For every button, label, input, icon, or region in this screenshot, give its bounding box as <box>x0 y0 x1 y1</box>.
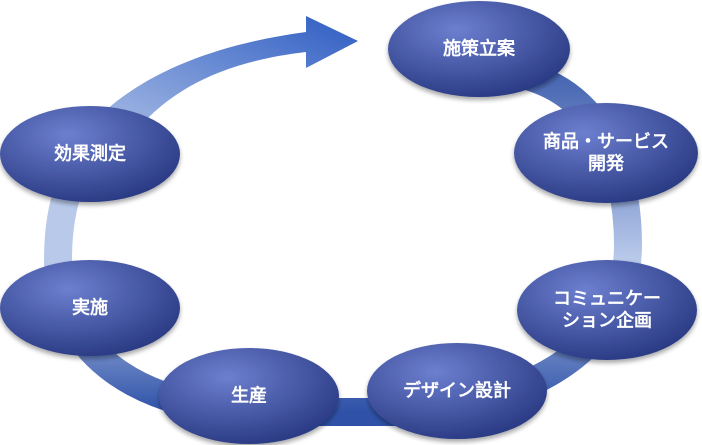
cycle-node-shape <box>159 348 339 444</box>
cycle-node-6: 実施 <box>0 260 180 356</box>
cycle-node-label: 商品・サービス <box>543 131 669 153</box>
cycle-node-4: デザイン設計 <box>367 343 547 439</box>
cycle-node-shape <box>514 103 698 203</box>
cycle-node-label: 効果測定 <box>54 143 126 165</box>
cycle-node-label: 施策立案 <box>443 38 516 60</box>
cycle-node-shape <box>388 1 570 97</box>
cycle-node-shape <box>367 343 547 439</box>
cycle-node-7: 効果測定 <box>0 106 180 202</box>
cycle-node-label: コミュニケー <box>553 289 661 310</box>
cycle-node-label: デザイン設計 <box>403 380 511 402</box>
cycle-node-label: 生産 <box>231 385 267 407</box>
cycle-node-shape <box>517 260 697 360</box>
cycle-node-label: 実施 <box>72 297 108 319</box>
cycle-node-shape <box>0 260 180 356</box>
cycle-node-shape <box>0 106 180 202</box>
cycle-node-label: ション企画 <box>562 310 652 332</box>
cycle-node-5: 生産 <box>159 348 339 444</box>
cycle-node-1: 施策立案 <box>388 1 570 97</box>
cycle-node-label: 開発 <box>588 153 625 175</box>
